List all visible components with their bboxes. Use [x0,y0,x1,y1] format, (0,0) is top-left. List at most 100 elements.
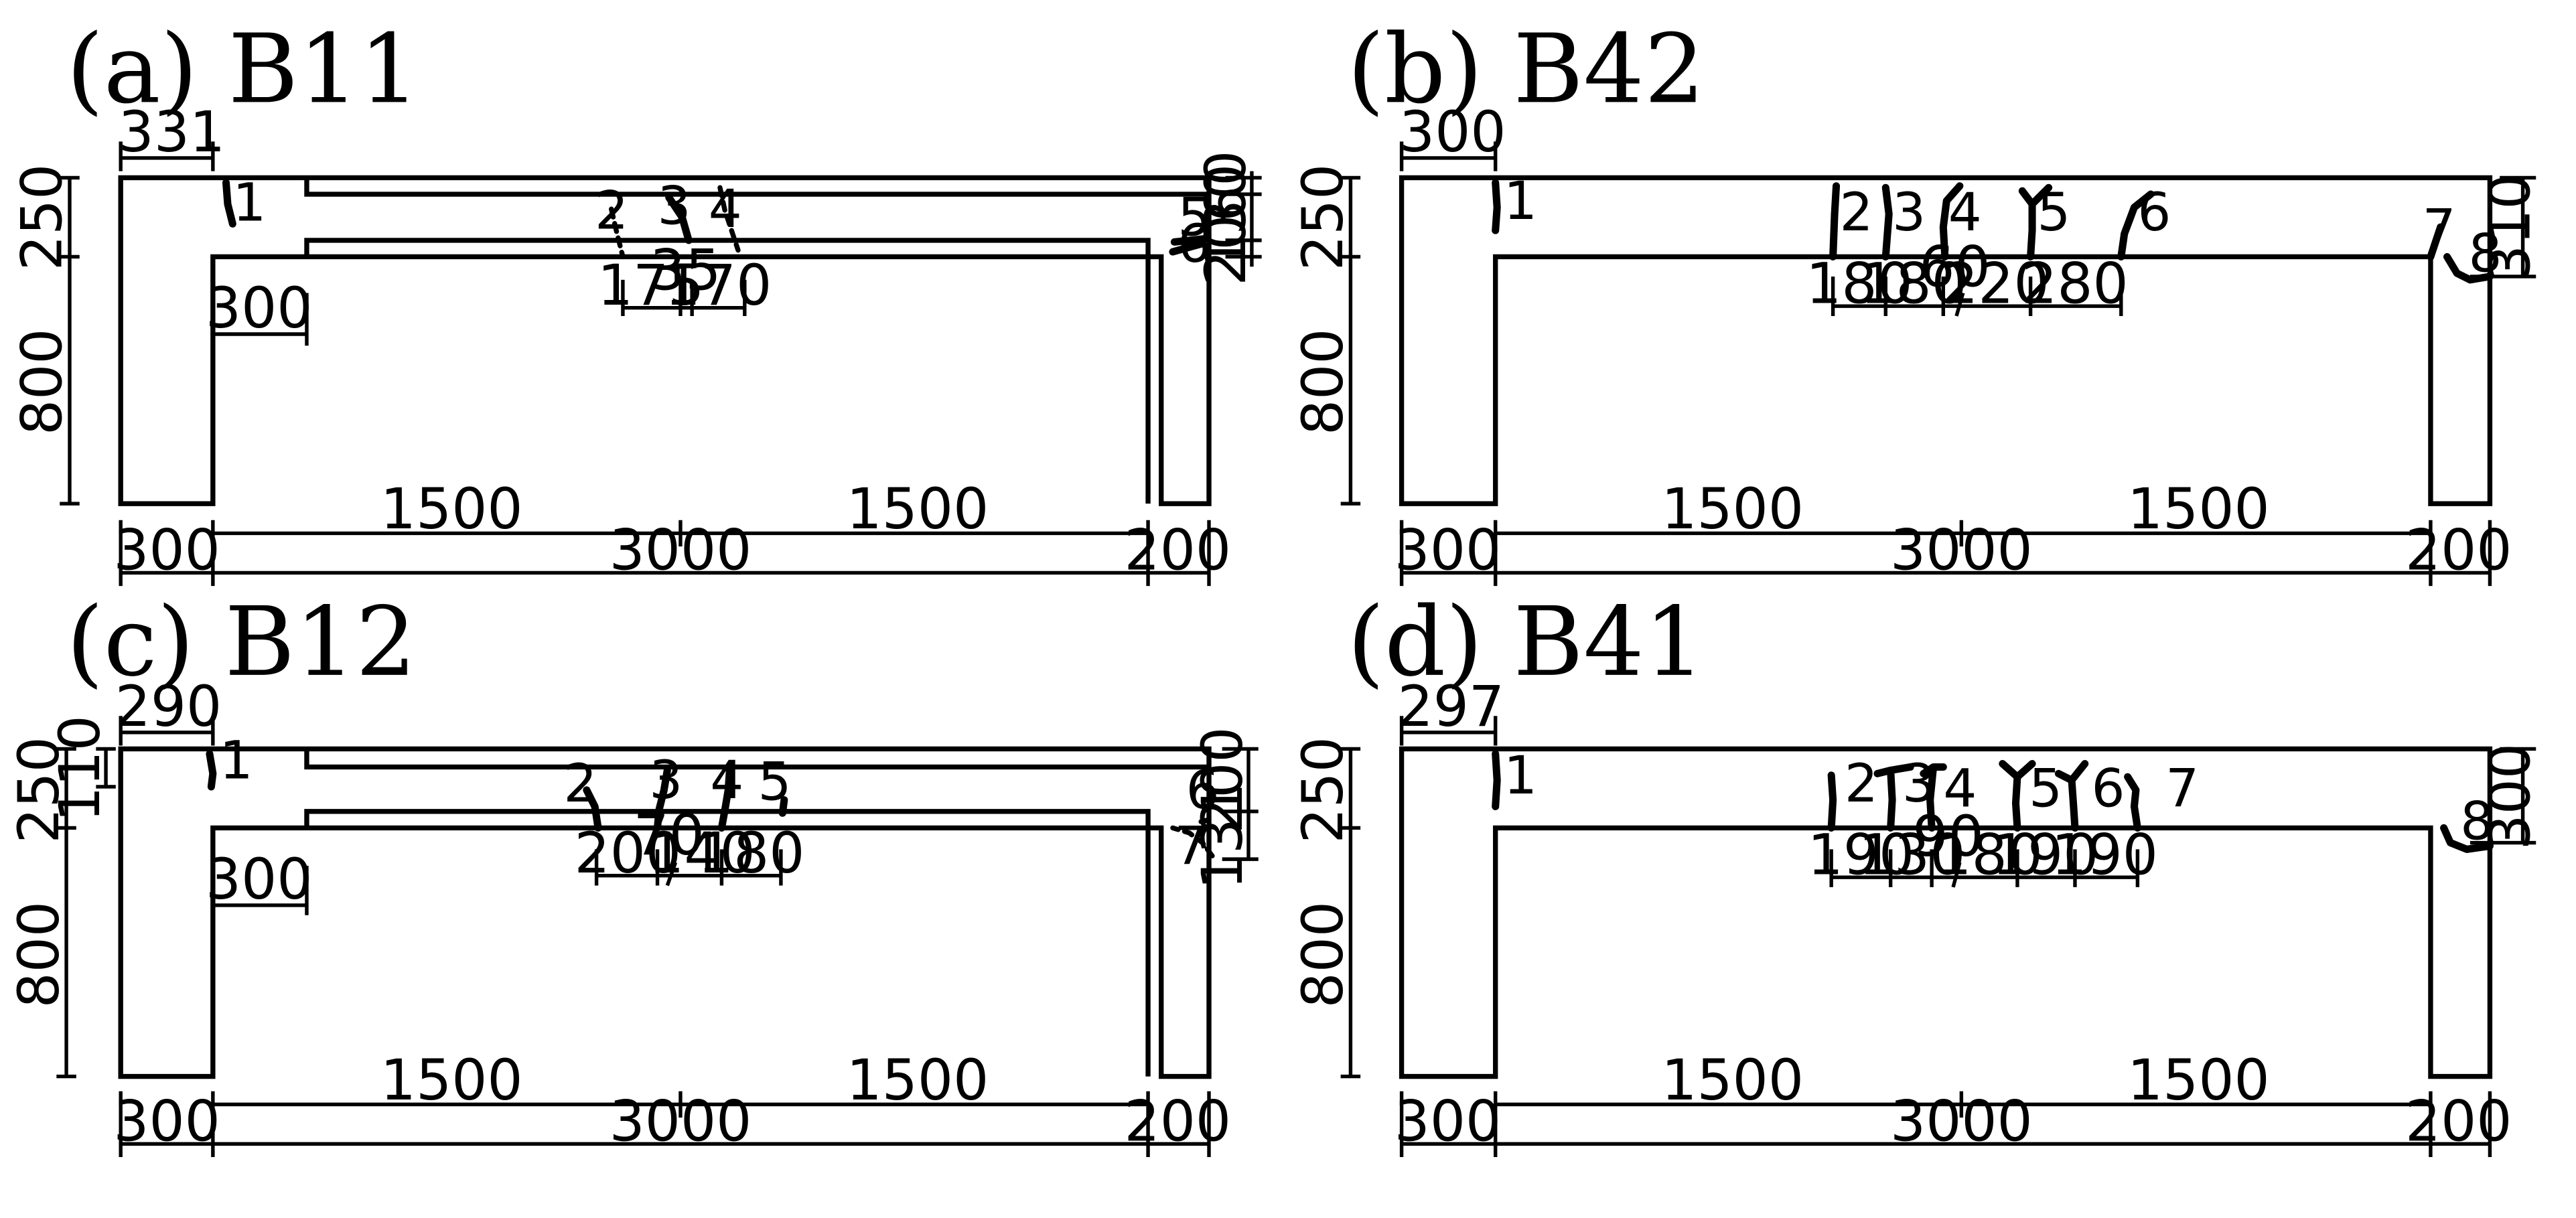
panel-a-height-250: 250 [9,164,75,271]
panel-b-spacing-180a: 180 [1806,250,1913,316]
panel-b-span-left: 1500 [1661,476,1804,542]
panel-c-crack-7: 7 [1174,816,1208,877]
panel-b-crack-8: 8 [2468,223,2502,285]
panel-b-top-dimension: 300 [1399,99,1506,171]
panel-c-height-250: 250 [6,737,72,844]
panel-c-crack-4: 4 [710,749,743,811]
panel-a-crack-2: 2 [595,180,628,242]
panel-a-bottom-mid: 3000 [610,518,752,583]
panel-b-crack-5: 5 [2037,181,2070,243]
panel-b-bottom-dimensions: 1500 1500 300 3000 200 [1394,476,2512,587]
panel-a-crack-4: 4 [709,178,742,240]
panel-d-right-dimension: 300 [2470,743,2543,850]
panel-c-span-left: 1500 [380,1047,523,1113]
panel-c-right-dimensions: 200 131 [1190,727,1259,889]
panel-a-right-dimensions: 60 130 20 [1193,151,1262,286]
panel-a-crack-spacing: 175 35 170 [597,238,772,318]
panel-b-crack-4: 4 [1948,181,1982,243]
panel-a-height-800: 800 [9,329,75,436]
panel-b-crack-1: 1 [1504,170,1537,232]
panel-a-right-60: 60 [1193,151,1259,222]
panel-d-span-right: 1500 [2127,1047,2270,1113]
panel-a-outline [118,175,1212,506]
panel-b-top-width: 300 [1399,99,1506,165]
panel-b-crack-2: 2 [1839,181,1873,243]
panel-a-span-right: 1500 [847,476,989,542]
panel-a-span-left: 1500 [380,476,523,542]
panel-c-title: (c) B12 [66,587,417,698]
panel-c-offset-300: 300 [206,846,313,912]
panel-c-crack-1: 1 [220,730,253,791]
panel-a-crack-5: 5 [1177,187,1211,248]
panel-b-bottom-right: 200 [2405,518,2512,583]
panel-a-bottom-left: 300 [113,518,220,583]
panel-d-title: (d) B41 [1347,587,1705,698]
panel-d-top-width: 297 [1398,674,1504,739]
panel-b-crack-7: 7 [2423,198,2456,260]
panel-c-spacing-70: 70 [634,802,705,868]
panel-d-crack-1: 1 [1504,745,1537,806]
panel-d-top-dimension: 297 [1398,674,1504,746]
panel-a-title: (a) B11 [66,13,420,125]
panel-c-left-dimensions: 250 800 110 [6,715,116,1079]
panel-d-spacing-190a: 190 [1808,822,1915,887]
panel-d-crack-2: 2 [1845,753,1878,814]
panel-a-spacing-175: 175 [597,252,704,318]
panel-d-bottom-mid: 3000 [1890,1088,2033,1154]
panel-a-spacing-170: 170 [665,252,772,318]
panel-b-spacing-60: 60 [1919,234,1990,300]
panel-d-crack-5: 5 [2029,757,2062,819]
panel-b-bottom-left: 300 [1394,518,1501,583]
panel-d-crack-4: 4 [1943,757,1977,819]
panel-c: (c) B12 290 250 800 110 300 [6,587,1259,1158]
panel-d-crack-spacing: 190 130 90 180 190 190 [1808,804,2158,888]
panel-d-height-250: 250 [1290,737,1356,844]
panel-b-spacing-280: 280 [2021,250,2129,316]
panel-c-bottom-dimensions: 1500 1500 300 3000 200 [113,1047,1232,1158]
panel-d-crack-8: 8 [2460,791,2494,852]
panel-d-right-300: 300 [2477,743,2543,850]
panel-c-right-200: 200 [1190,727,1255,834]
panel-a-top-dimension: 331 [119,99,226,171]
panel-a-left-dimensions: 250 800 [9,164,80,506]
panel-d-crack-7: 7 [2165,757,2199,819]
panel-c-inner-offset: 300 [206,846,313,915]
panel-a-crack-1: 1 [232,171,266,233]
panel-b-right-310: 310 [2477,173,2543,280]
panel-b-spacing-180b: 180 [1860,250,1967,316]
panel-d-spacing-190c: 190 [2051,822,2158,887]
panel-b-bottom-mid: 3000 [1890,518,2033,583]
panel-b-span-right: 1500 [2127,476,2270,542]
panel-b-height-800: 800 [1290,329,1356,436]
panel-b-title: (b) B42 [1347,13,1705,125]
panel-a-right-20: 20 [1193,214,1259,285]
panel-c-top-dimension: 290 [115,674,222,746]
panel-a-cracks: 1 2 3 4 5 6 [222,171,1211,275]
panel-c-crack-3: 3 [649,749,683,811]
panel-b: (b) B42 300 250 800 1500 1500 300 3000 2… [1290,13,2543,587]
panel-a-crack-6: 6 [1177,213,1211,275]
panel-a-top-width: 331 [119,99,226,165]
panel-a-spacing-35: 35 [650,238,721,303]
panel-d-spacing-190b: 190 [1992,822,2099,887]
panel-c-bottom-right: 200 [1125,1088,1232,1154]
panel-a-right-130: 130 [1193,164,1259,271]
panel-a-bottom-right: 200 [1125,518,1232,583]
panel-c-spacing-180: 180 [698,820,805,886]
panel-c-span-right: 1500 [847,1047,989,1113]
panel-c-bottom-mid: 3000 [610,1088,752,1154]
panel-d-left-dimensions: 250 800 [1290,737,1361,1079]
panel-d-bottom-left: 300 [1394,1088,1501,1154]
panel-d-crack-6: 6 [2092,757,2125,819]
panel-a-inner-offset: 300 [206,275,312,346]
panel-d-bottom-right: 200 [2405,1088,2512,1154]
panel-d: (d) B41 297 250 800 1500 1500 300 3000 2… [1290,587,2543,1158]
panel-d-bottom-dimensions: 1500 1500 300 3000 200 [1394,1047,2512,1158]
panel-d-cracks: 1 2 3 4 5 6 7 8 [1492,745,2494,853]
panel-c-right-131: 131 [1190,783,1255,890]
panel-d-spacing-180: 180 [1936,822,2043,887]
panel-b-right-dimension: 310 [2470,173,2543,281]
panel-c-cracks: 1 2 3 4 5 6 7 [206,730,1220,877]
panel-c-crack-5: 5 [758,751,791,813]
